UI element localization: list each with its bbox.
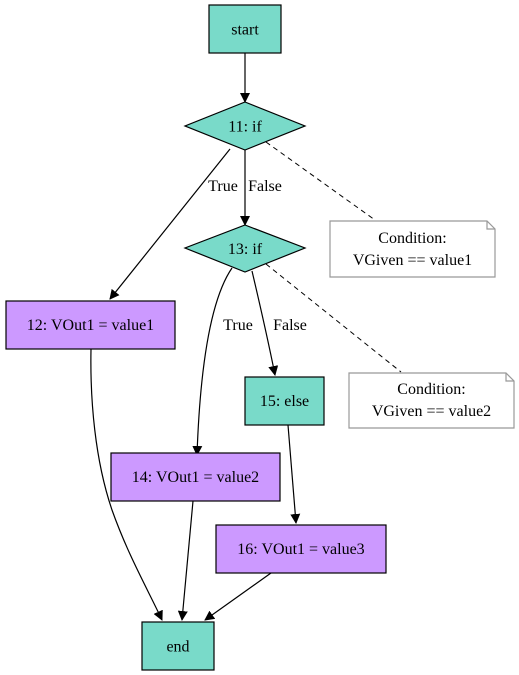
edge-label-if11-false: False xyxy=(248,178,282,195)
node-assign14: 14: VOut1 = value2 xyxy=(110,452,281,502)
note1-line1: Condition: xyxy=(378,230,446,247)
node-if13: 13: if xyxy=(183,224,307,273)
note2-connector xyxy=(265,263,402,373)
node-if13-label: 13: if xyxy=(228,241,263,258)
node-assign12: 12: VOut1 = value1 xyxy=(5,300,176,350)
node-end-label: end xyxy=(166,639,189,656)
node-start-label: start xyxy=(231,22,259,39)
edge-if11-true-to-assign12 xyxy=(109,148,231,300)
node-assign16: 16: VOut1 = value3 xyxy=(215,524,387,574)
edge-label-if13-true: True xyxy=(223,317,253,334)
note-condition-2: Condition: VGiven == value2 xyxy=(348,372,515,429)
note1-line2: VGiven == value1 xyxy=(353,252,472,269)
edge-if13-false-to-else15 xyxy=(251,270,279,376)
node-if11: 11: if xyxy=(183,101,307,151)
note1-connector xyxy=(265,141,376,221)
node-else15-label: 15: else xyxy=(260,393,309,410)
edge-assign14-to-end xyxy=(177,500,194,621)
edge-if13-true-to-assign14 xyxy=(192,267,233,456)
node-end: end xyxy=(141,621,215,671)
node-assign12-label: 12: VOut1 = value1 xyxy=(27,317,154,334)
node-assign14-label: 14: VOut1 = value2 xyxy=(132,469,259,486)
node-start: start xyxy=(208,4,282,54)
node-else15: 15: else xyxy=(244,376,325,426)
node-assign16-label: 16: VOut1 = value3 xyxy=(237,541,364,558)
edge-label-if11-true: True xyxy=(208,178,238,195)
edge-assign16-to-end xyxy=(204,572,272,621)
note-connectors xyxy=(265,141,402,373)
note-condition-1: Condition: VGiven == value1 xyxy=(329,220,496,278)
note2-line1: Condition: xyxy=(397,381,465,398)
edge-else15-to-assign16 xyxy=(287,424,301,524)
edge-label-if13-false: False xyxy=(273,317,307,334)
edges xyxy=(90,53,301,621)
node-if11-label: 11: if xyxy=(228,119,262,136)
edge-assign12-to-end xyxy=(90,348,163,621)
note2-line2: VGiven == value2 xyxy=(372,403,491,420)
